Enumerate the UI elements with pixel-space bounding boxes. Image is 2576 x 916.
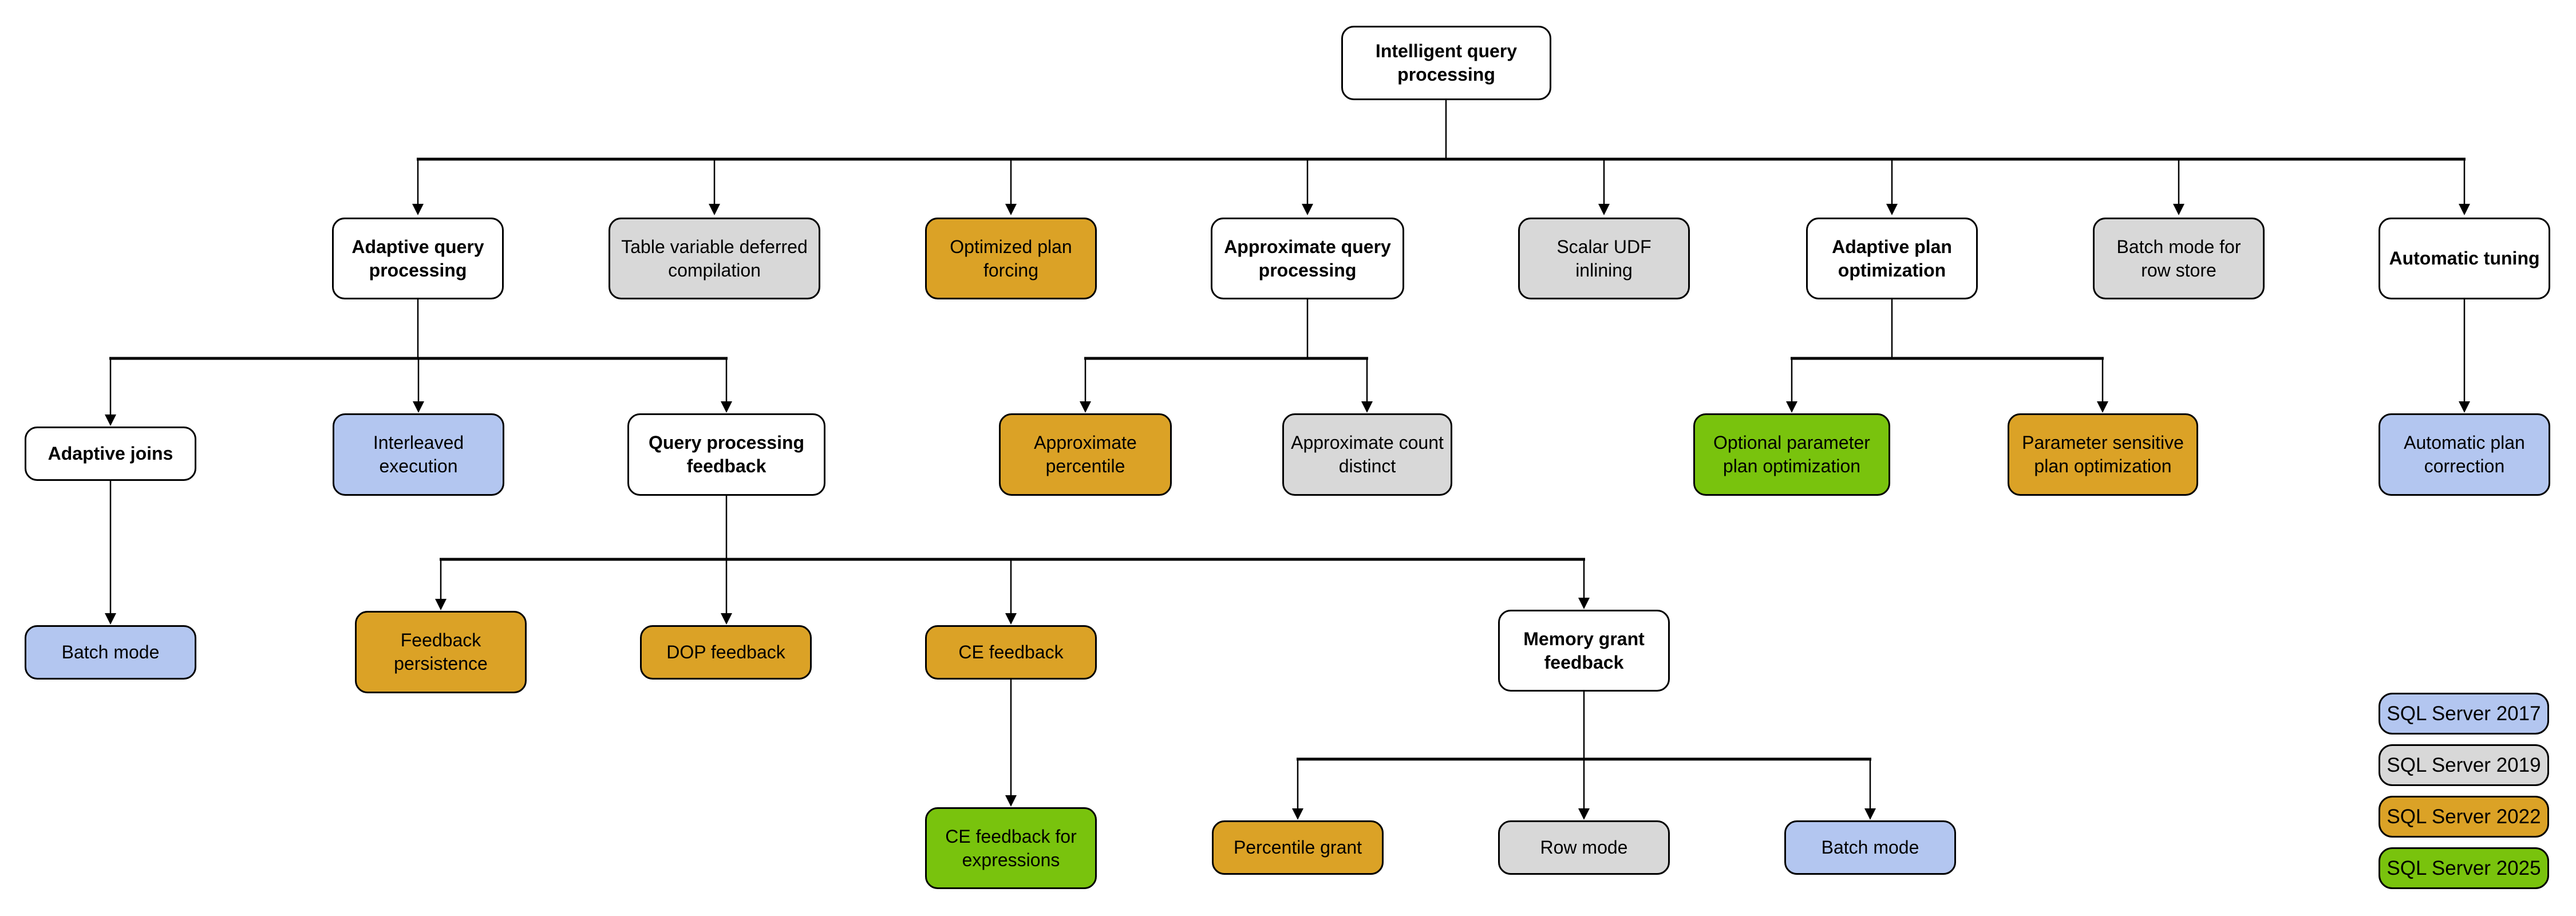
node-intelligent-query-processing: Intelligent query processing (1341, 26, 1551, 100)
node-label: Batch mode for row store (2116, 236, 2241, 281)
legend-label: SQL Server 2025 (2387, 856, 2541, 879)
node-label: Percentile grant (1233, 837, 1362, 858)
node-label: Query processing feedback (648, 432, 805, 476)
node-label: Batch mode (1821, 837, 1919, 858)
node-feedback-persistence: Feedback persistence (355, 611, 527, 693)
node-label: Optional parameter plan optimization (1713, 432, 1870, 476)
node-label: Parameter sensitive plan optimization (2022, 432, 2184, 476)
node-adaptive-query-processing: Adaptive query processing (332, 218, 504, 299)
node-ce-feedback-for-expressions: CE feedback for expressions (925, 807, 1097, 889)
node-parameter-sensitive-plan-optimization: Parameter sensitive plan optimization (2008, 413, 2198, 496)
node-scalar-udf-inlining: Scalar UDF inlining (1518, 218, 1690, 299)
node-row-mode: Row mode (1498, 820, 1670, 875)
node-label: Interleaved execution (373, 432, 464, 476)
legend-item-sql-server-2025: SQL Server 2025 (2379, 847, 2549, 889)
node-label: CE feedback (958, 642, 1064, 663)
node-label: CE feedback for expressions (945, 826, 1077, 870)
node-label: Feedback persistence (394, 630, 488, 674)
legend-item-sql-server-2019: SQL Server 2019 (2379, 744, 2549, 786)
legend-label: SQL Server 2019 (2387, 753, 2541, 776)
node-batch-mode-for-row-store: Batch mode for row store (2093, 218, 2265, 299)
node-optimized-plan-forcing: Optimized plan forcing (925, 218, 1097, 299)
legend-label: SQL Server 2022 (2387, 805, 2541, 828)
node-batch-mode-memory-grant: Batch mode (1784, 820, 1956, 875)
node-label: DOP feedback (666, 642, 785, 663)
node-label: Table variable deferred compilation (621, 236, 808, 281)
node-ce-feedback: CE feedback (925, 625, 1097, 680)
node-table-variable-deferred-compilation: Table variable deferred compilation (609, 218, 820, 299)
node-dop-feedback: DOP feedback (640, 625, 812, 680)
legend-item-sql-server-2017: SQL Server 2017 (2379, 693, 2549, 735)
node-label: Adaptive joins (48, 443, 173, 464)
node-label: Adaptive plan optimization (1832, 236, 1952, 281)
node-label: Intelligent query processing (1375, 41, 1518, 85)
node-label: Batch mode (61, 642, 160, 663)
node-label: Scalar UDF inlining (1556, 236, 1652, 281)
node-interleaved-execution: Interleaved execution (333, 413, 504, 496)
node-approximate-query-processing: Approximate query processing (1211, 218, 1404, 299)
node-label: Optimized plan forcing (950, 236, 1072, 281)
legend-item-sql-server-2022: SQL Server 2022 (2379, 796, 2549, 838)
legend-label: SQL Server 2017 (2387, 702, 2541, 725)
node-label: Automatic tuning (2389, 248, 2540, 269)
node-approximate-percentile: Approximate percentile (999, 413, 1172, 496)
node-query-processing-feedback: Query processing feedback (627, 413, 825, 496)
node-automatic-tuning: Automatic tuning (2379, 218, 2550, 299)
node-automatic-plan-correction: Automatic plan correction (2379, 413, 2550, 496)
node-label: Automatic plan correction (2404, 432, 2525, 476)
node-adaptive-joins: Adaptive joins (25, 427, 196, 481)
node-label: Adaptive query processing (351, 236, 484, 281)
node-adaptive-plan-optimization: Adaptive plan optimization (1806, 218, 1978, 299)
node-label: Memory grant feedback (1523, 628, 1645, 673)
node-label: Approximate query processing (1224, 236, 1391, 281)
node-label: Approximate percentile (1034, 432, 1137, 476)
node-batch-mode-adaptive-joins: Batch mode (25, 625, 196, 680)
node-percentile-grant: Percentile grant (1212, 820, 1384, 875)
node-label: Approximate count distinct (1291, 432, 1444, 476)
node-memory-grant-feedback: Memory grant feedback (1498, 610, 1670, 692)
node-label: Row mode (1540, 837, 1628, 858)
node-optional-parameter-plan-optimization: Optional parameter plan optimization (1693, 413, 1890, 496)
node-approximate-count-distinct: Approximate count distinct (1282, 413, 1452, 496)
